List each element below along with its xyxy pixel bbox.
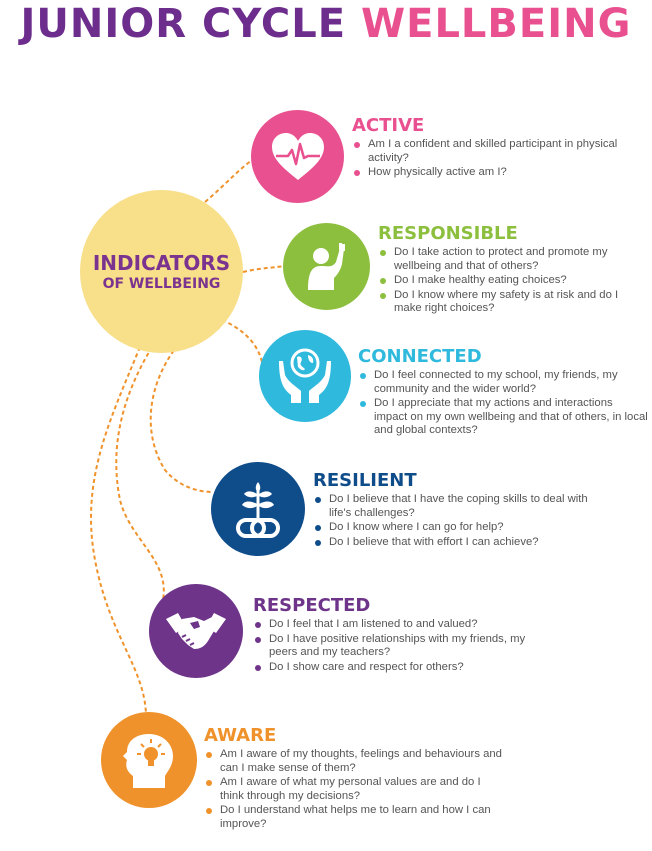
respected-badge [149,584,243,678]
title-junior-cycle: JUNIOR CYCLE [20,1,347,47]
connected-question: Do I feel connected to my school, my fri… [358,369,648,396]
aware-heading: AWARE [204,725,277,746]
person-waving-icon [302,242,352,292]
connected-question: Do I appreciate that my actions and inte… [358,397,648,438]
responsible-question: Do I take action to protect and promote … [378,246,638,273]
connected-badge [259,330,351,422]
aware-badge [101,712,197,808]
page-title: JUNIOR CYCLE WELLBEING [0,0,652,48]
responsible-section: RESPONSIBLE Do I take action to protect … [378,224,638,317]
aware-question: Am I aware of my thoughts, feelings and … [204,748,504,775]
connector-responsible [242,265,286,273]
respected-question: Do I feel that I am listened to and valu… [253,618,553,632]
respected-heading: RESPECTED [253,595,371,616]
resilient-question: Do I believe that I have the coping skil… [313,493,613,520]
active-question: How physically active am I? [352,166,632,180]
active-badge [251,110,344,203]
active-section: ACTIVE Am I a confident and skilled part… [352,116,632,181]
respected-section: RESPECTED Do I feel that I am listened t… [253,596,553,675]
responsible-heading: RESPONSIBLE [378,223,518,244]
active-heading: ACTIVE [352,115,425,136]
indicators-hub: INDICATORS OF WELLBEING [80,190,243,353]
heart-pulse-icon [270,132,326,182]
connected-section: CONNECTED Do I feel connected to my scho… [358,347,648,439]
responsible-question: Do I make healthy eating choices? [378,274,638,288]
respected-question: Do I show care and respect for others? [253,661,553,675]
resilient-section: RESILIENT Do I believe that I have the c… [313,471,613,550]
head-lightbulb-icon [119,730,179,790]
aware-section: AWARE Am I aware of my thoughts, feeling… [204,726,504,832]
resilient-question: Do I know where I can go for help? [313,521,613,535]
title-wellbeing: WELLBEING [361,1,632,47]
hub-subtitle: OF WELLBEING [102,275,221,292]
connected-heading: CONNECTED [358,346,482,367]
aware-question: Do I understand what helps me to learn a… [204,804,504,831]
respected-question: Do I have positive relationships with my… [253,633,553,660]
connector-aware [90,346,148,723]
aware-question: Am I aware of what my personal values ar… [204,776,504,803]
hands-globe-icon [275,347,335,405]
responsible-question: Do I know where my safety is at risk and… [378,289,638,316]
handshake-icon [164,609,228,653]
connector-active [204,157,256,203]
connector-connected [221,319,263,363]
responsible-badge [283,223,370,310]
resilient-question: Do I believe that with effort I can achi… [313,536,613,550]
active-question: Am I a confident and skilled participant… [352,138,632,165]
resilient-badge [211,462,305,556]
hub-title: INDICATORS [92,250,231,275]
resilient-heading: RESILIENT [313,470,417,491]
connector-respected [115,346,165,601]
plant-chain-icon [236,478,280,540]
connector-resilient [149,344,214,493]
